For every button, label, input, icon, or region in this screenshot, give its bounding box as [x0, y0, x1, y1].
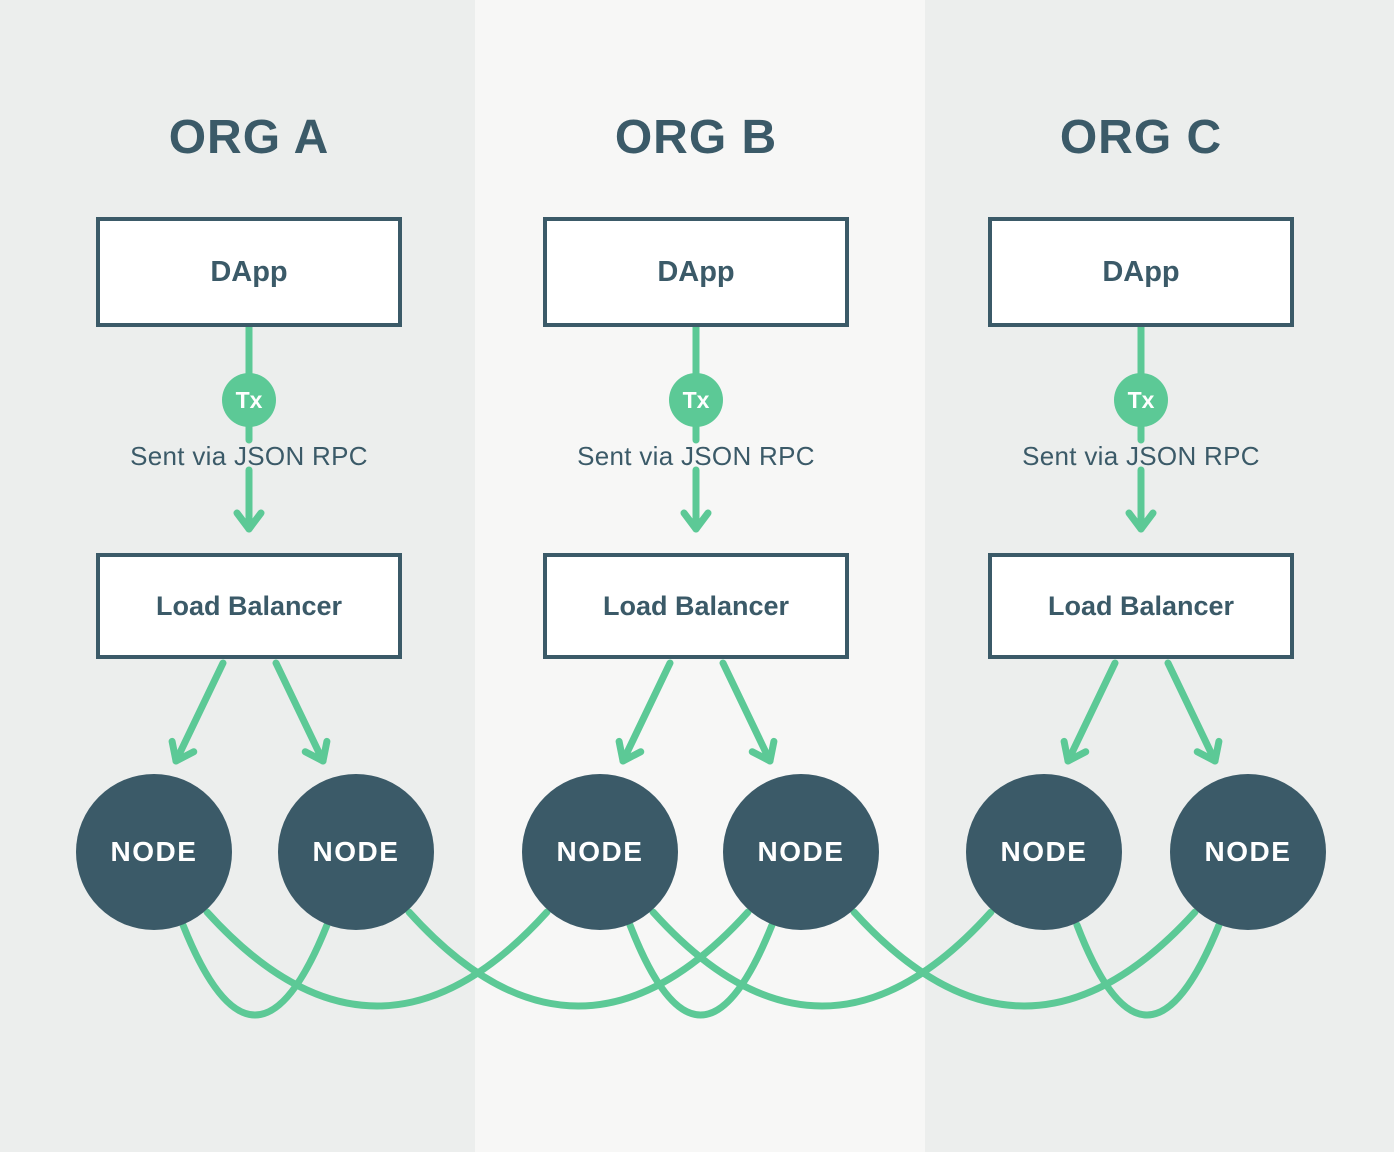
node-label-a1: NODE — [110, 836, 198, 867]
rpc-caption-c: Sent via JSON RPC — [1022, 441, 1260, 471]
arc-b1-b2 — [626, 921, 776, 1019]
arc-a1-b1 — [203, 908, 551, 1010]
node-circle-b2: NODE — [723, 774, 879, 930]
lb-to-node1-arrow-b — [615, 659, 674, 765]
tx-badge-icon-a: Tx — [222, 373, 276, 427]
org-title-c: ORG C — [1059, 111, 1223, 164]
dapp-label-a: DApp — [210, 255, 288, 288]
load-balancer-box-b: Load Balancer — [543, 553, 849, 659]
lb-to-node2-arrow-a — [272, 659, 331, 765]
node-circle-c1: NODE — [966, 774, 1122, 930]
node-circle-a1: NODE — [76, 774, 232, 930]
load-balancer-label-a: Load Balancer — [155, 590, 343, 621]
node-label-a2: NODE — [312, 836, 400, 867]
arc-c1-c2 — [1073, 921, 1223, 1019]
node-circle-a2: NODE — [278, 774, 434, 930]
lb-to-node2-arrow-b — [719, 659, 778, 765]
tx-badge-label-b: Tx — [682, 386, 710, 413]
tx-badge-icon-b: Tx — [669, 373, 723, 427]
tx-badge-icon-c: Tx — [1114, 373, 1168, 427]
node-label-c2: NODE — [1204, 836, 1292, 867]
dapp-box-b: DApp — [543, 217, 849, 327]
node-circle-c2: NODE — [1170, 774, 1326, 930]
rpc-caption-b: Sent via JSON RPC — [577, 441, 815, 471]
tx-badge-label-c: Tx — [1127, 386, 1155, 413]
load-balancer-label-b: Load Balancer — [602, 590, 790, 621]
dapp-box-c: DApp — [988, 217, 1294, 327]
tx-badge-label-a: Tx — [235, 386, 263, 413]
arc-b1-c1 — [649, 908, 995, 1010]
lb-to-node1-arrow-a — [168, 659, 227, 765]
load-balancer-box-a: Load Balancer — [96, 553, 402, 659]
lb-to-node2-arrow-c — [1164, 659, 1223, 765]
node-label-b1: NODE — [556, 836, 644, 867]
arc-a1-a2 — [179, 921, 331, 1019]
org-title-a: ORG A — [168, 111, 330, 164]
arc-b2-c2 — [850, 908, 1199, 1010]
node-label-c1: NODE — [1000, 836, 1088, 867]
rpc-caption-a: Sent via JSON RPC — [130, 441, 368, 471]
node-circle-b1: NODE — [522, 774, 678, 930]
node-label-b2: NODE — [757, 836, 845, 867]
org-title-b: ORG B — [614, 111, 778, 164]
dapp-label-c: DApp — [1102, 255, 1180, 288]
dapp-label-b: DApp — [657, 255, 735, 288]
load-balancer-box-c: Load Balancer — [988, 553, 1294, 659]
dapp-box-a: DApp — [96, 217, 402, 327]
lb-to-node1-arrow-c — [1060, 659, 1119, 765]
load-balancer-label-c: Load Balancer — [1047, 590, 1235, 621]
